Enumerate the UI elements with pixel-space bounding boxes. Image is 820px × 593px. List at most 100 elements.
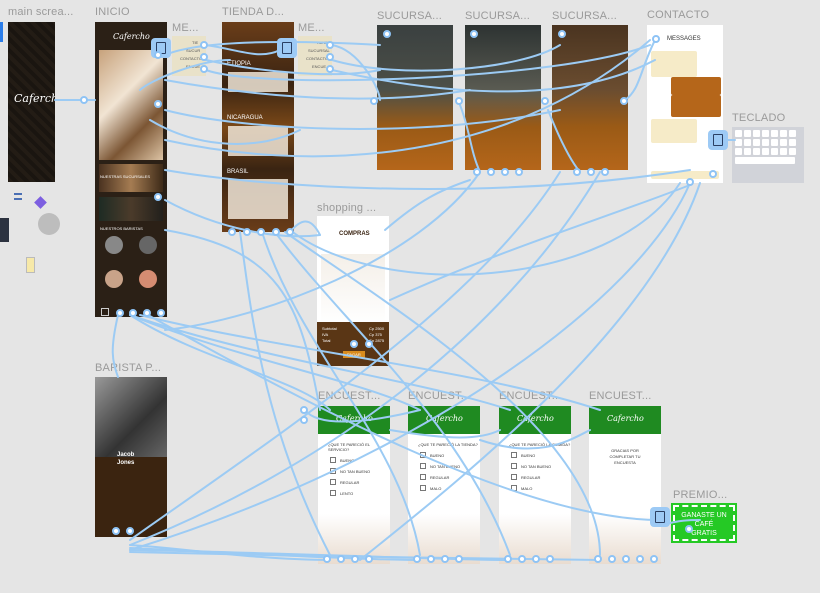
connection-node[interactable] (413, 555, 421, 563)
menu-item-tienda[interactable]: TIE (192, 40, 199, 45)
overlay-link-icon[interactable] (277, 38, 297, 58)
frame-inicio[interactable]: Cafercho NUESTRAS SUCURSALES NUESTROS BA… (95, 22, 167, 317)
connection-node[interactable] (455, 97, 463, 105)
connection-node[interactable] (300, 406, 308, 414)
connection-node[interactable] (532, 555, 540, 563)
connection-node[interactable] (365, 340, 373, 348)
connection-node[interactable] (326, 65, 334, 73)
frame-label-tienda[interactable]: TIENDA D... (222, 6, 285, 18)
connection-node[interactable] (501, 168, 509, 176)
message-input[interactable] (651, 171, 719, 179)
frame-label-shopping[interactable]: shopping ... (317, 202, 377, 214)
connection-node[interactable] (323, 555, 331, 563)
frame-barista[interactable]: Jacob Jones (95, 377, 167, 537)
connection-node[interactable] (112, 527, 120, 535)
frame-label-menu1[interactable]: ME... (172, 22, 199, 34)
list-icon[interactable] (14, 193, 22, 200)
connection-node[interactable] (365, 555, 373, 563)
connection-node[interactable] (636, 555, 644, 563)
connection-node[interactable] (594, 555, 602, 563)
option-row[interactable]: REGULAR (420, 474, 480, 480)
connection-node[interactable] (126, 527, 134, 535)
frame-label-encuesta4[interactable]: ENCUEST... (589, 390, 652, 402)
menu-item-contacto[interactable]: CONTACTO (180, 56, 203, 61)
option-row[interactable]: REGULAR (511, 474, 571, 480)
connection-node[interactable] (383, 30, 391, 38)
product-row[interactable] (228, 179, 288, 219)
barista-avatar[interactable] (139, 236, 157, 254)
connection-node[interactable] (558, 30, 566, 38)
connection-node[interactable] (622, 555, 630, 563)
frame-label-teclado[interactable]: TECLADO (732, 112, 786, 124)
connection-node[interactable] (608, 555, 616, 563)
connection-node[interactable] (200, 53, 208, 61)
connection-node[interactable] (80, 96, 88, 104)
connection-node[interactable] (541, 97, 549, 105)
connection-node[interactable] (286, 228, 294, 236)
keyboard-keys[interactable] (734, 129, 802, 165)
connection-node[interactable] (504, 555, 512, 563)
connection-node[interactable] (200, 65, 208, 73)
connection-node[interactable] (257, 228, 265, 236)
frame-label-inicio[interactable]: INICIO (95, 6, 130, 18)
connection-node[interactable] (441, 555, 449, 563)
pay-button[interactable]: PAGAR (343, 351, 365, 358)
connection-node[interactable] (154, 100, 162, 108)
frame-label-barista[interactable]: BARISTA P... (95, 362, 162, 374)
barista-avatar[interactable] (139, 270, 157, 288)
connection-node[interactable] (243, 228, 251, 236)
frame-premio[interactable]: GANASTE UN CAFÉ GRATIS (671, 503, 737, 543)
connection-node[interactable] (573, 168, 581, 176)
connection-node[interactable] (228, 228, 236, 236)
home-icon[interactable] (101, 308, 109, 316)
yellow-chip[interactable] (26, 257, 35, 273)
frame-label-sucursal1[interactable]: SUCURSA... (377, 10, 442, 22)
frame-encuesta4[interactable]: Cafercho GRACIAS POR COMPLETAR TU ENCUES… (589, 406, 661, 564)
option-row[interactable]: NO TAN BUENO (511, 463, 571, 469)
connection-node[interactable] (709, 170, 717, 178)
connection-node[interactable] (650, 555, 658, 563)
option-row[interactable]: REGULAR (330, 479, 390, 485)
frame-label-sucursal2[interactable]: SUCURSA... (465, 10, 530, 22)
connection-node[interactable] (337, 555, 345, 563)
frame-label-premio[interactable]: PREMIO... (673, 489, 728, 501)
frame-encuesta2[interactable]: Cafercho ¿QUE TE PARECIÓ LA TIENDA? BUEN… (408, 406, 480, 564)
connection-node[interactable] (326, 41, 334, 49)
connection-node[interactable] (200, 41, 208, 49)
connection-node[interactable] (157, 309, 165, 317)
connection-node[interactable] (487, 168, 495, 176)
connection-node[interactable] (154, 51, 162, 59)
menu-item-encuesta[interactable]: ENCUE (312, 64, 327, 69)
connection-node[interactable] (116, 309, 124, 317)
frame-teclado[interactable] (732, 127, 804, 183)
frame-label-contacto[interactable]: CONTACTO (647, 9, 710, 21)
connection-node[interactable] (427, 555, 435, 563)
connection-node[interactable] (518, 555, 526, 563)
barista-avatar[interactable] (105, 236, 123, 254)
connection-node[interactable] (370, 97, 378, 105)
product-row[interactable] (228, 126, 288, 156)
frame-label-main[interactable]: main screa... (8, 6, 74, 18)
connection-node[interactable] (686, 178, 694, 186)
frame-label-menu2[interactable]: ME... (298, 22, 325, 34)
option-row[interactable]: BUENO (511, 452, 571, 458)
option-row[interactable]: BUENO (330, 457, 390, 463)
connection-node[interactable] (652, 35, 660, 43)
connection-node[interactable] (351, 555, 359, 563)
connection-node[interactable] (129, 309, 137, 317)
connection-node[interactable] (515, 168, 523, 176)
frame-label-encuesta2[interactable]: ENCUEST... (408, 390, 471, 402)
connection-node[interactable] (300, 416, 308, 424)
overlay-link-icon[interactable] (650, 507, 670, 527)
overlay-link-icon[interactable] (708, 130, 728, 150)
connection-node[interactable] (546, 555, 554, 563)
connection-node[interactable] (350, 340, 358, 348)
barista-avatar[interactable] (105, 270, 123, 288)
connection-node[interactable] (470, 30, 478, 38)
connection-node[interactable] (455, 555, 463, 563)
connection-node[interactable] (143, 309, 151, 317)
frame-main-screen[interactable]: Cafercho (8, 22, 55, 182)
option-row[interactable]: MALO (420, 485, 480, 491)
connection-node[interactable] (272, 228, 280, 236)
option-row[interactable]: LENTO (330, 490, 390, 496)
